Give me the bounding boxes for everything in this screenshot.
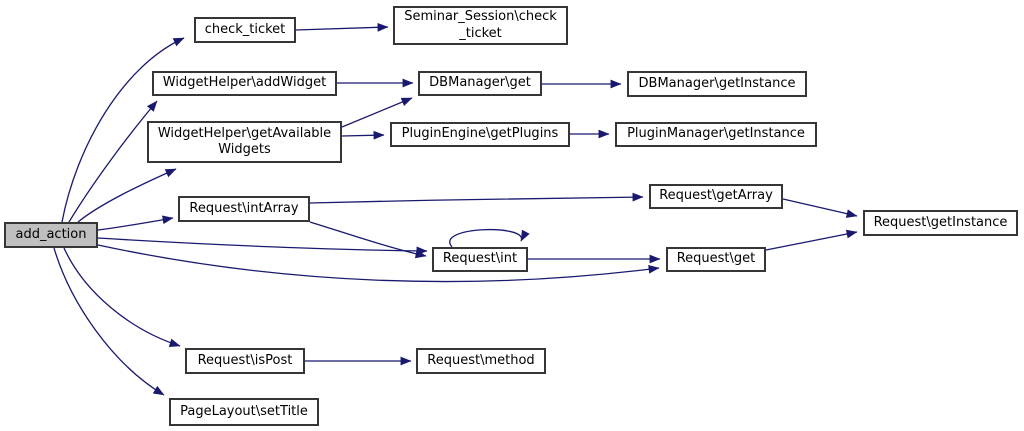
edge-add_action-request_ispost <box>63 247 181 348</box>
edge-add_action-request_intarray <box>97 215 174 231</box>
edge-add_action-request_get <box>97 244 660 283</box>
edge-request_int-self-loop <box>449 228 530 248</box>
edge-add_action-request_int <box>97 237 428 256</box>
edge-widgethelper_getavailablewidgets-dbmanager_get <box>341 97 413 128</box>
edge-request_intarray-request_getarray <box>309 192 644 204</box>
node-request-ispost[interactable]: Request\isPost <box>185 348 305 374</box>
node-dbmanager-get[interactable]: DBManager\get <box>418 71 542 96</box>
node-request-intarray[interactable]: Request\intArray <box>178 196 310 222</box>
node-request-method[interactable]: Request\method <box>416 348 546 374</box>
node-seminar-session-check-ticket[interactable]: Seminar_Session\check _ticket <box>393 6 568 45</box>
node-add-action: add_action <box>4 222 98 248</box>
edge-request_intarray-request_int <box>309 221 427 259</box>
node-widgethelper-getavailablewidgets[interactable]: WidgetHelper\getAvailable Widgets <box>147 121 342 163</box>
node-request-get[interactable]: Request\get <box>666 247 766 272</box>
node-widgethelper-addwidget[interactable]: WidgetHelper\addWidget <box>152 71 337 96</box>
node-dbmanager-getinstance[interactable]: DBManager\getInstance <box>627 71 807 97</box>
node-request-int[interactable]: Request\int <box>432 247 528 272</box>
node-pluginmanager-getinstance[interactable]: PluginManager\getInstance <box>615 122 817 147</box>
edge-add_action-pagelayout_settitle <box>53 247 165 396</box>
edge-add_action-widgethelper_addwidget <box>68 100 158 223</box>
node-pluginengine-getplugins[interactable]: PluginEngine\getPlugins <box>390 122 570 147</box>
edge-request_getarray-request_getinstance <box>782 198 858 218</box>
edge-widgethelper_getavailablewidgets-pluginengine_getplugins <box>341 130 385 140</box>
node-request-getarray[interactable]: Request\getArray <box>649 184 783 209</box>
edge-request_get-request_getinstance <box>765 229 858 251</box>
edge-add_action-check_ticket <box>61 37 185 223</box>
node-check-ticket[interactable]: check_ticket <box>194 17 296 43</box>
node-pagelayout-settitle[interactable]: PageLayout\setTitle <box>169 398 319 426</box>
edge-check_ticket-seminar_check_ticket <box>295 22 389 32</box>
edge-add_action-widgethelper_getavailablewidgets <box>77 168 177 223</box>
node-request-getinstance[interactable]: Request\getInstance <box>863 210 1018 236</box>
